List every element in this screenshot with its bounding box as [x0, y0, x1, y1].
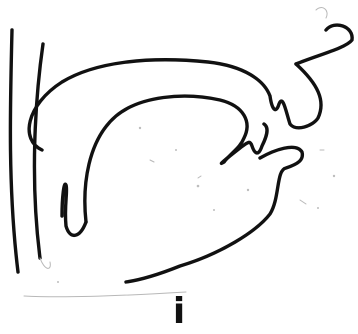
tongue — [85, 96, 247, 222]
lower-lip-chin — [126, 147, 302, 282]
epiglottis — [62, 184, 86, 235]
pharyngeal-wall-outer — [10, 30, 18, 272]
palate — [29, 60, 321, 150]
upper-lip — [296, 25, 352, 64]
scan-noise — [24, 8, 327, 297]
caption-label: i — [0, 292, 358, 332]
